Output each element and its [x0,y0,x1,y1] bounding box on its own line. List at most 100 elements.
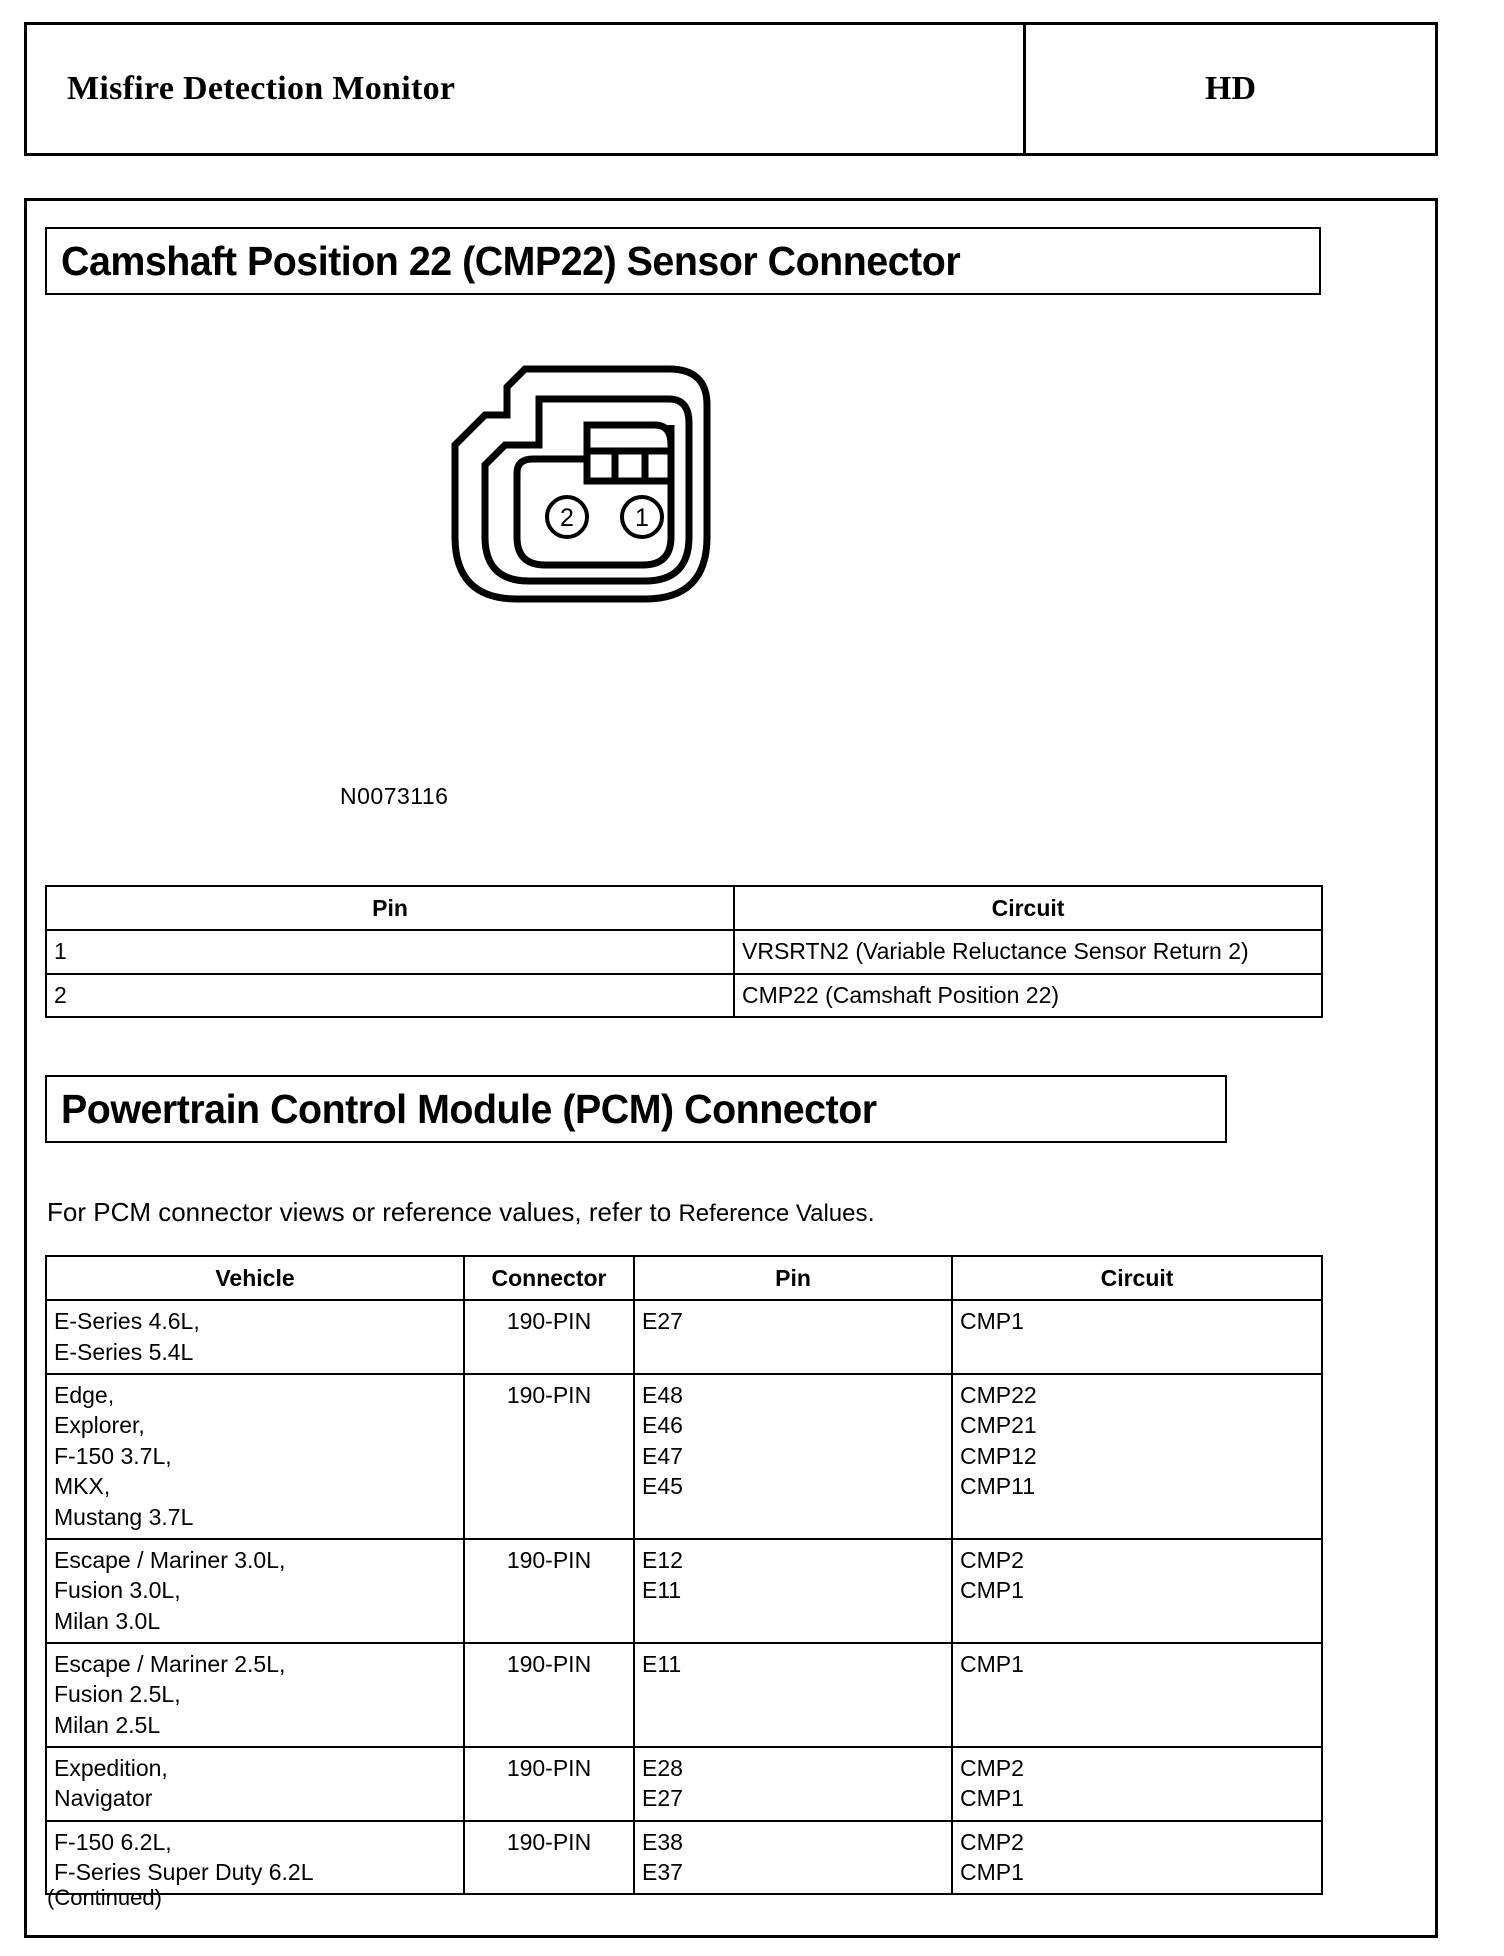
cell-vehicle: E-Series 4.6L,E-Series 5.4L [45,1299,465,1376]
section-heading-pcm-connector: Powertrain Control Module (PCM) Connecto… [45,1075,1227,1143]
cell-line: Fusion 2.5L, [54,1681,181,1708]
cell-line: CMP11 [960,1473,1035,1500]
cell-line: CMP1 [960,1650,1024,1677]
cell-line: F-150 3.7L, [54,1442,172,1469]
cell-line: Milan 2.5L [54,1711,161,1738]
cell-line: MKX, [54,1473,111,1500]
cell-connector: 190-PIN [463,1299,635,1376]
cell-pin: 2 [45,972,735,1019]
connector-outer-shell [451,365,711,603]
cell-circuit: VRSRTN2 (Variable Reluctance Sensor Retu… [733,929,1323,975]
cell-line: E12 [642,1546,683,1573]
pin-circle-2 [545,495,589,539]
column-header-circuit: Circuit [733,884,1323,932]
table-header-row: Vehicle Connector Pin Circuit [45,1254,1323,1302]
cell-circuit: CMP1 [951,1641,1323,1749]
table-row: Edge, Explorer, F-150 3.7L, MKX, Mustang 3.7… [45,1373,1323,1540]
column-header-vehicle: Vehicle [45,1254,465,1302]
cell-circuit: CMP22 (Camshaft Position 22) [733,972,1323,1019]
cell-pin: E11 [633,1641,953,1749]
cell-line: CMP2 [960,1828,1024,1855]
cell-connector: 190-PIN [463,1373,635,1540]
cell-line: E46 [642,1412,683,1439]
cell-line: Expedition, [54,1755,168,1782]
content-frame: Camshaft Position 22 (CMP22) Sensor Conn… [24,198,1438,1938]
cell-circuit: CMP1 [951,1299,1323,1376]
cell-connector: 190-PIN [463,1641,635,1749]
cell-vehicle: Edge, Explorer, F-150 3.7L, MKX, Mustang 3.7… [45,1373,465,1540]
continued-note: (Continued) [47,1885,162,1910]
reference-values-link[interactable]: Reference Values [678,1200,868,1227]
page-header-title-cell: Misfire Detection Monitor [27,25,1026,153]
cell-line: Explorer, [54,1412,145,1439]
table-header-row: Pin Circuit [45,884,1323,932]
section-heading-cmp22-label: Camshaft Position 22 (CMP22) Sensor Conn… [61,237,961,284]
pcm-note-text-before: For PCM connector views or reference val… [47,1197,679,1227]
connector-middle-shell [481,395,693,585]
cell-vehicle: F-150 6.2L, F-Series Super Duty 6.2L [45,1819,465,1896]
cell-connector: 190-PIN [463,1819,635,1896]
cell-line: Mustang 3.7L [54,1503,194,1530]
pin-circle-1 [620,495,664,539]
table-row: 2 CMP22 (Camshaft Position 22) [45,972,1323,1019]
cell-line: Navigator [54,1785,153,1812]
cell-line: Escape / Mariner 2.5L, [54,1650,286,1677]
column-header-pin: Pin [633,1254,953,1302]
cell-line: CMP1 [960,1785,1024,1812]
cell-line: Edge, [54,1382,115,1409]
pin-circle-1-label: 1 [635,504,649,532]
cell-line: E11 [642,1650,682,1677]
connector-part-number: N0073116 [340,783,449,809]
table-row: Escape / Mariner 2.5L, Fusion 2.5L, Milan … [45,1641,1323,1749]
section-heading-cmp22-connector: Camshaft Position 22 (CMP22) Sensor Conn… [45,227,1321,295]
column-header-circuit: Circuit [951,1254,1323,1302]
page-header: Misfire Detection Monitor HD [24,22,1438,156]
cell-line: E27 [642,1308,683,1335]
cell-line: E27 [642,1785,683,1812]
table-row: 1 VRSRTN2 (Variable Reluctance Sensor Re… [45,929,1323,975]
cell-vehicle: Escape / Mariner 3.0L, Fusion 3.0L, Milan … [45,1537,465,1644]
cell-line: 190-PIN [506,1828,592,1855]
cell-line: E48 [642,1382,683,1409]
section-heading-pcm-label: Powertrain Control Module (PCM) Connecto… [61,1085,877,1132]
pin-circle-2-label: 2 [560,504,574,532]
header-badge-hd: HD [1205,70,1256,107]
cell-line: F-150 6.2L, [54,1828,172,1855]
table-row: Escape / Mariner 3.0L, Fusion 3.0L, Milan … [45,1537,1323,1644]
cell-line: CMP2 [960,1546,1024,1573]
cell-line: E47 [642,1442,683,1469]
page-title: Misfire Detection Monitor [67,70,456,107]
cell-line: E37 [642,1859,683,1886]
cell-line: E11 [642,1577,682,1604]
cell-line: F-Series Super Duty 6.2L [54,1859,314,1886]
column-header-pin: Pin [45,884,735,932]
cell-line: 190-PIN [506,1382,592,1409]
cell-vehicle: Escape / Mariner 2.5L, Fusion 2.5L, Milan … [45,1641,465,1749]
table-row: E-Series 4.6L,E-Series 5.4L 190-PIN E27 CMP… [45,1299,1323,1376]
cell-line: 190-PIN [506,1755,592,1782]
cell-line: 190-PIN [506,1308,592,1335]
cell-line: Fusion 3.0L, [54,1577,181,1604]
connector-drawing-svg: 2 1 [451,365,711,603]
cell-line: CMP12 [960,1442,1037,1469]
cell-line: CMP21 [960,1412,1037,1439]
cell-line: Milan 3.0L [54,1607,161,1634]
cell-line: CMP2 [960,1755,1024,1782]
cell-line: Escape / Mariner 3.0L, [54,1546,286,1573]
cell-connector: 190-PIN [463,1537,635,1644]
cmp22-connector-diagram: 2 1 [407,341,827,671]
cell-line: 190-PIN [506,1650,592,1677]
cell-line: CMP22 [960,1382,1037,1409]
cell-pin: 1 [45,929,735,975]
page-header-badge-cell: HD [1026,25,1435,153]
cell-line: E28 [642,1755,683,1782]
cell-line: CMP1 [960,1577,1024,1604]
column-header-connector: Connector [463,1254,635,1302]
